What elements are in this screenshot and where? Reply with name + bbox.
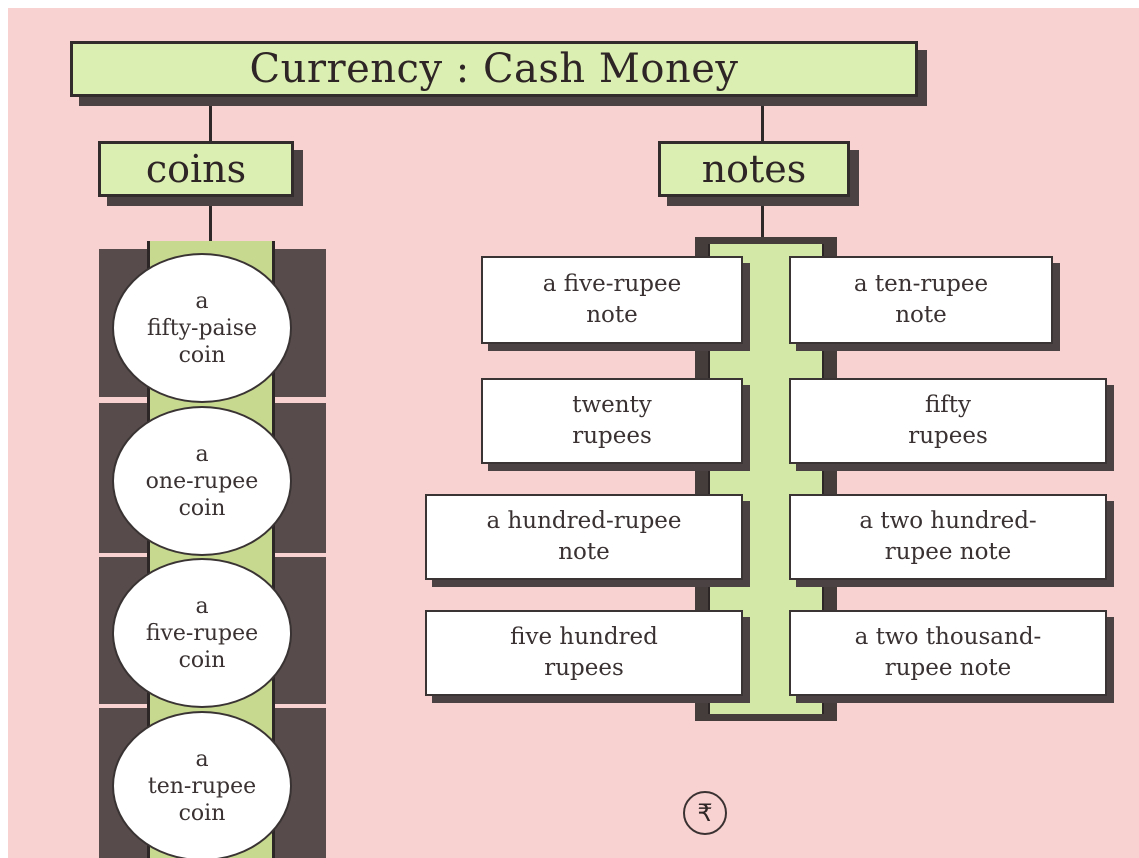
note-item: a two hundred- rupee note (789, 494, 1107, 580)
note-item: five hundred rupees (425, 610, 743, 696)
coin-item: a ten-rupee coin (112, 711, 292, 858)
coins-heading: coins (98, 141, 294, 197)
connector-title-notes (761, 96, 764, 144)
note-item: a two thousand- rupee note (789, 610, 1107, 696)
coin-item: a five-rupee coin (112, 558, 292, 708)
connector-coins-strip (209, 196, 212, 242)
notes-heading: notes (658, 141, 850, 197)
note-item: a five-rupee note (481, 256, 743, 344)
coin-item: a fifty-paise coin (112, 253, 292, 403)
connector-title-coins (209, 96, 212, 144)
note-item: a hundred-rupee note (425, 494, 743, 580)
diagram-title: Currency : Cash Money (70, 41, 918, 97)
diagram-canvas: Currency : Cash Money coins a fifty-pais… (8, 8, 1139, 858)
rupee-icon: ₹ (683, 791, 727, 835)
coin-item: a one-rupee coin (112, 406, 292, 556)
connector-notes-spine (761, 196, 764, 238)
note-item: a ten-rupee note (789, 256, 1053, 344)
note-item: twenty rupees (481, 378, 743, 464)
note-item: fifty rupees (789, 378, 1107, 464)
